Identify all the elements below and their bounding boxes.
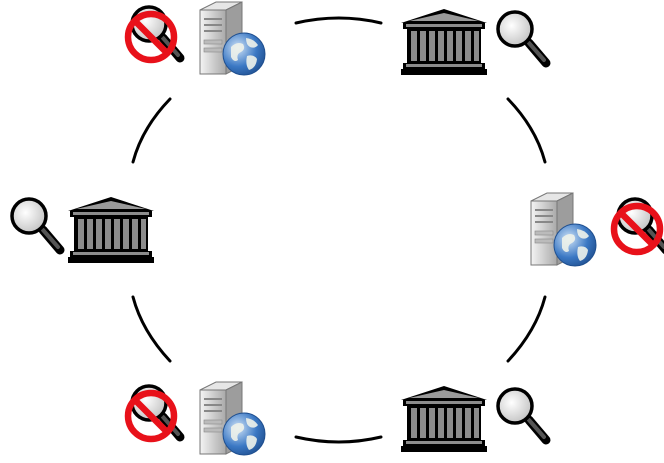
bank-building-icon — [401, 386, 487, 452]
connection-top — [294, 16, 383, 25]
connection-lower-left — [131, 295, 172, 363]
no-search-icon — [614, 199, 664, 252]
magnifier-icon — [12, 199, 60, 250]
no-search-icon — [128, 386, 180, 439]
magnifier-icon — [498, 389, 546, 440]
node-bottom-right — [401, 386, 546, 452]
ring-connections — [131, 16, 547, 444]
connection-bottom — [294, 435, 383, 444]
connection-upper-right — [506, 97, 547, 164]
no-search-icon — [128, 7, 180, 60]
connection-lower-right — [506, 295, 547, 363]
connection-upper-left — [131, 97, 172, 164]
bank-building-icon — [401, 9, 487, 75]
server-globe-icon — [199, 1, 266, 76]
bank-building-icon — [68, 197, 154, 263]
node-top-right — [401, 9, 546, 75]
node-left — [12, 197, 154, 263]
node-right — [530, 192, 664, 267]
magnifier-icon — [498, 12, 546, 63]
node-top-left — [128, 1, 266, 76]
server-globe-icon — [530, 192, 597, 267]
node-bottom-left — [128, 381, 266, 456]
server-globe-icon — [199, 381, 266, 456]
